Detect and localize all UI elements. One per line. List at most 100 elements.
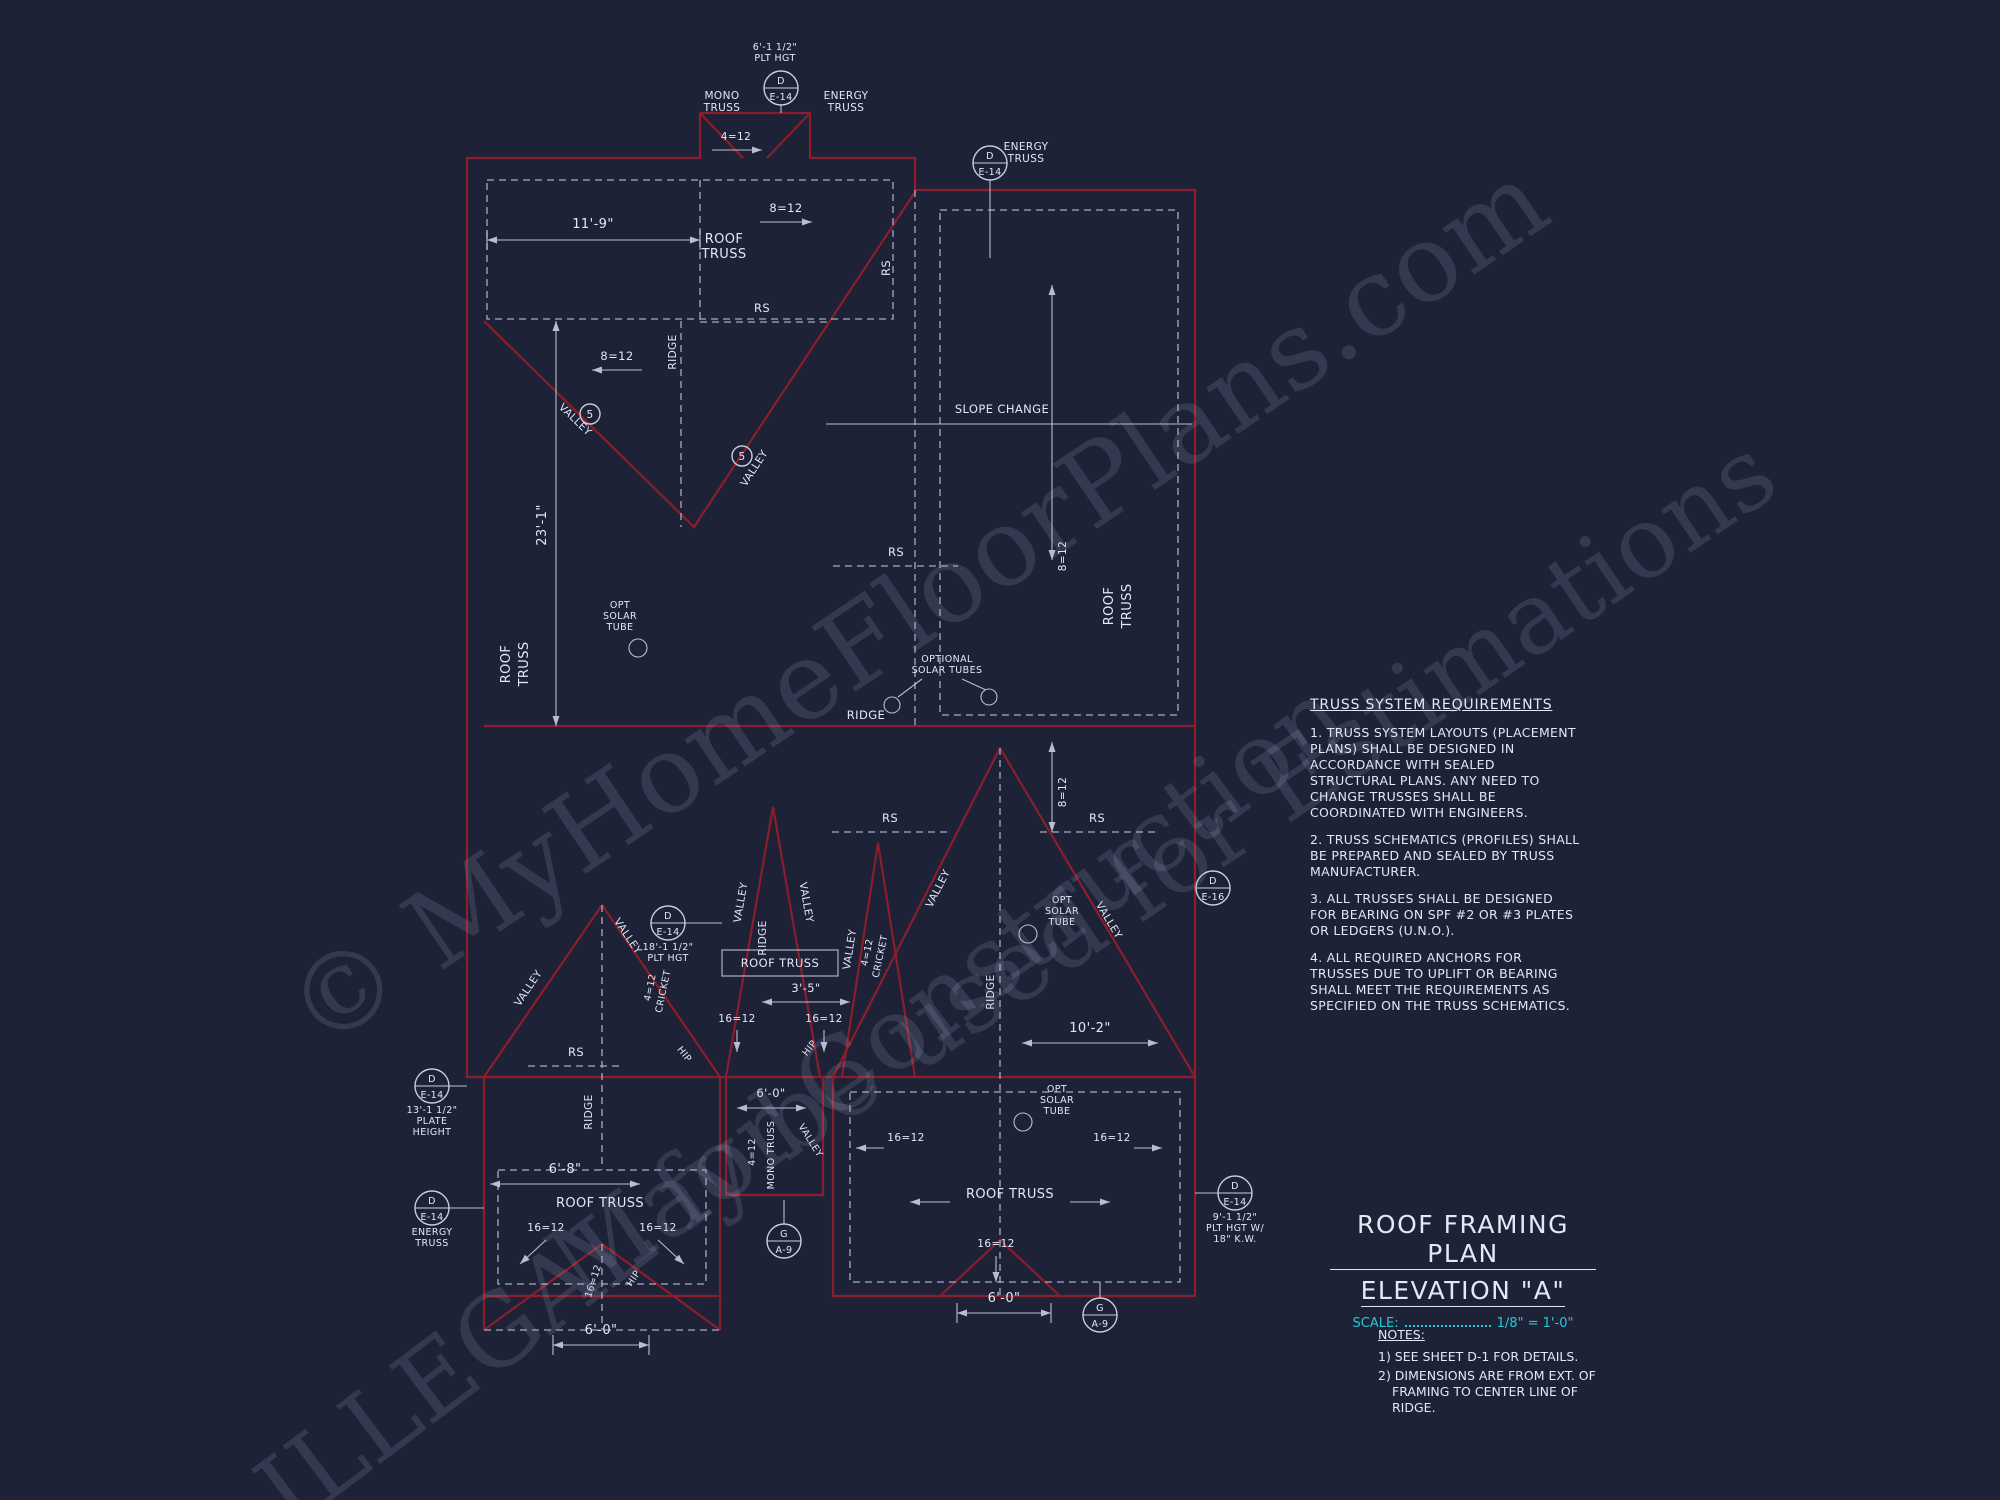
note-item: 1) SEE SHEET D-1 FOR DETAILS. [1378, 1349, 1579, 1365]
slope-label: 8=12 [1057, 777, 1069, 807]
optional-solar-tubes-label: SOLAR TUBES [912, 665, 983, 676]
plate-height-note: PLT HGT [647, 953, 688, 964]
requirement-item: 4. ALL REQUIRED ANCHORS FOR TRUSSES DUE … [1310, 949, 1571, 1013]
callout-plate-top: D E-14 [763, 70, 799, 106]
scale-leader-dots [1404, 1317, 1491, 1327]
callout-top: D [1231, 1181, 1239, 1192]
callout-bottom: E-14 [420, 1212, 443, 1223]
valley-label: VALLEY [732, 881, 751, 923]
callout-bottom: E-16 [1201, 892, 1224, 903]
roof-truss-label: ROOF TRUSS [966, 1187, 1054, 1202]
mono-truss-label: TRUSS [703, 102, 741, 114]
roof-truss-label: ROOF [499, 645, 514, 684]
plan-labels: 6'-1 1/2" PLT HGT MONO TRUSS ENERGY TRUS… [407, 42, 1265, 1338]
callout-bottom: E-14 [420, 1090, 443, 1101]
plate-height-note: PLT HGT W/ [1206, 1223, 1265, 1234]
dimension-label: 10'-2" [1069, 1021, 1110, 1036]
energy-truss-label: TRUSS [414, 1238, 448, 1249]
sheet-title: ROOF FRAMING PLAN [1330, 1210, 1596, 1270]
energy-truss-label: ENERGY [1004, 141, 1049, 153]
truss-requirements-block: TRUSS SYSTEM REQUIREMENTS 1. TRUSS SYSTE… [1310, 697, 1582, 1025]
callout-top: G [780, 1229, 788, 1240]
requirement-item: 2. TRUSS SCHEMATICS (PROFILES) SHALL BE … [1310, 831, 1580, 879]
requirement-item: 3. ALL TRUSSES SHALL BE DESIGNED FOR BEA… [1310, 890, 1574, 938]
plate-height-note: 13'-1 1/2" [407, 1105, 458, 1116]
roof-truss-label: TRUSS [1120, 584, 1135, 630]
opt-solar-tube-label: TUBE [606, 622, 634, 633]
callout-plate-9: D E-14 [1217, 1175, 1253, 1211]
roof-truss-label: ROOF TRUSS [741, 956, 819, 970]
energy-truss-label: ENERGY [412, 1227, 453, 1238]
callout-ga9-right: G A-9 [1082, 1297, 1118, 1333]
valley-ridge-lines [483, 191, 1196, 1078]
rs-label: RS [1089, 811, 1105, 825]
truss-dashed-lines [484, 179, 1181, 1331]
opt-solar-tube-label: SOLAR [603, 611, 637, 622]
callout-circles: D E-14 D E-14 D E-14 D E-16 D E-14 D E-1… [414, 70, 1253, 1333]
slope-label: 16=12 [977, 1238, 1015, 1250]
energy-truss-label: ENERGY [824, 90, 869, 102]
opt-solar-tube-label: OPT [1052, 895, 1072, 906]
ridge-label: RIDGE [757, 920, 769, 955]
notes-block: NOTES: 1) SEE SHEET D-1 FOR DETAILS. 2) … [1378, 1327, 1618, 1418]
mono-truss-label: MONO TRUSS [766, 1121, 777, 1190]
roof-truss-label: ROOF TRUSS [556, 1196, 644, 1211]
callout-ga9-left: G A-9 [766, 1223, 802, 1259]
opt-solar-tube-label: OPT [1047, 1084, 1067, 1095]
dimension-label: 23'-1" [535, 504, 550, 545]
requirement-item: 1. TRUSS SYSTEM LAYOUTS (PLACEMENT PLANS… [1310, 724, 1576, 820]
callout-top: G [1096, 1303, 1104, 1314]
valley-label: VALLEY [796, 881, 815, 923]
slope-label: 16=12 [1093, 1132, 1131, 1144]
plate-height-note: HEIGHT [413, 1127, 452, 1138]
valley-label: VALLEY [841, 928, 859, 970]
callout-bottom: A-9 [776, 1245, 793, 1256]
opt-solar-tube-label: SOLAR [1045, 906, 1079, 917]
mono-truss-label: MONO [704, 90, 739, 102]
note-item: 2) DIMENSIONS ARE FROM EXT. OF FRAMING T… [1378, 1367, 1596, 1416]
ridge-label: RIDGE [847, 708, 885, 722]
slope-label: 4=12 [721, 131, 751, 143]
dimension-label: 11'-9" [572, 217, 613, 232]
callout-top: D [428, 1074, 436, 1085]
roof-truss-label: ROOF [1102, 587, 1117, 626]
ridge-label: RIDGE [583, 1094, 595, 1129]
valley-label: VALLEY [1093, 900, 1124, 941]
callout-top: D [986, 151, 994, 162]
ridge-label: RIDGE [985, 974, 997, 1009]
dimension-label: 6'-0" [756, 1086, 785, 1100]
slope-label: 8=12 [769, 201, 802, 215]
slope-label: 16=12 [887, 1132, 925, 1144]
valley-label: VALLEY [796, 1122, 825, 1159]
callout-bottom: E-14 [1223, 1197, 1246, 1208]
slope-label: 4=12 [747, 1138, 758, 1166]
dimension-label: 6'-0" [988, 1291, 1021, 1306]
callout-bottom: E-14 [656, 927, 679, 938]
scale-value: 1/8" = 1'-0" [1496, 1316, 1574, 1331]
hip-label: HIP [674, 1044, 693, 1064]
rs-label: RS [568, 1045, 584, 1059]
roof-truss-label: ROOF [705, 232, 744, 247]
callout-plate-13: D E-14 [414, 1068, 450, 1104]
energy-truss-label: TRUSS [827, 102, 865, 114]
opt-solar-tube-label: TUBE [1043, 1106, 1071, 1117]
slope-label: 16=12 [718, 1013, 756, 1025]
slope-label: 16=12 [527, 1222, 565, 1234]
valley-label: VALLEY [611, 916, 644, 957]
plate-height-note: 9'-1 1/2" [1213, 1212, 1257, 1223]
callout-e16: D E-16 [1195, 870, 1231, 906]
callout-top: D [428, 1196, 436, 1207]
rs-label: RS [882, 811, 898, 825]
callout-energy-truss-top: D E-14 [972, 145, 1008, 181]
opt-solar-tube-label: SOLAR [1040, 1095, 1074, 1106]
callout-bottom: E-14 [978, 167, 1001, 178]
callout-bottom: A-9 [1092, 1319, 1109, 1330]
plate-height-note: 18'-1 1/2" [643, 942, 694, 953]
dimension-label: 3'-5" [791, 981, 820, 995]
plate-height-note: PLT HGT [754, 53, 795, 64]
rs-label: RS [888, 545, 904, 559]
callout-top: D [664, 911, 672, 922]
valley-label: VALLEY [512, 968, 545, 1009]
